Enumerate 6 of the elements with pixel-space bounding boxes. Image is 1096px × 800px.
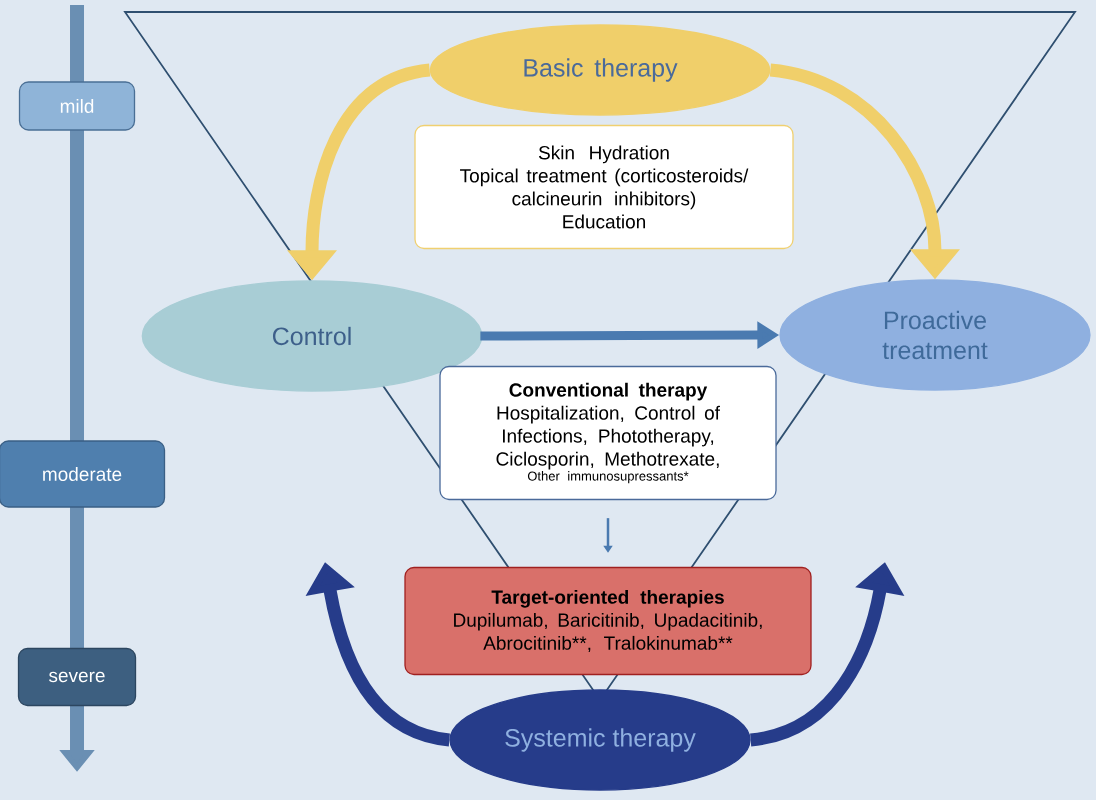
therapy-box: Skin Hydration Topical treatment (corticosteroids/ calcineurin inhibitors) Education (414, 124, 794, 250)
therapy-box: Target-oriented therapies Dupilumab, Baricitinib, Upadacitinib, Abrocitinib**, Tralokinumab** (404, 566, 812, 676)
level-box: mild (18, 81, 136, 131)
level-box: severe (17, 647, 137, 707)
level-box: moderate (0, 440, 166, 508)
therapy-box: Conventional therapy Hospitalization, Control of Infections, Phototherapy, Ciclosporin, Methotrexate, Other immunosupressants* (439, 365, 777, 501)
